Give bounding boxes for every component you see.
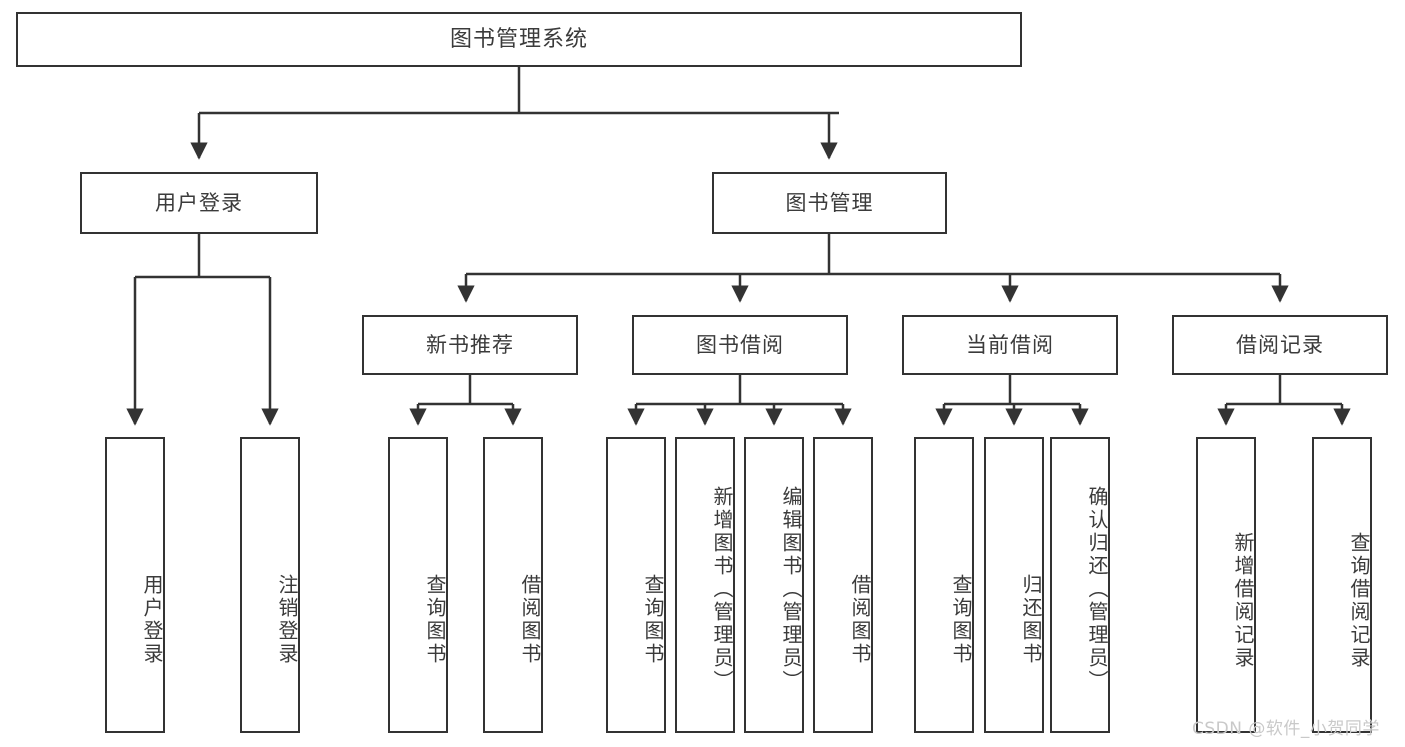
leaf-logout-login-label: 注销登录 bbox=[275, 574, 299, 666]
leaf-user-login[interactable]: 用户登录 bbox=[105, 437, 165, 733]
leaf-query-book-current-label: 查询图书 bbox=[949, 574, 973, 666]
leaf-user-login-label: 用户登录 bbox=[140, 574, 164, 666]
node-root[interactable]: 图书管理系统 bbox=[16, 12, 1022, 67]
leaf-add-borrow-record[interactable]: 新增借阅记录 bbox=[1196, 437, 1256, 733]
leaf-borrow-book[interactable]: 借阅图书 bbox=[813, 437, 873, 733]
leaf-return-book[interactable]: 归还图书 bbox=[984, 437, 1044, 733]
node-book-borrow[interactable]: 图书借阅 bbox=[632, 315, 848, 375]
leaf-edit-book-admin[interactable]: 编辑图书（管理员） bbox=[744, 437, 804, 733]
leaf-query-borrow-record-label: 查询借阅记录 bbox=[1347, 532, 1371, 670]
node-current-borrow-label: 当前借阅 bbox=[966, 332, 1054, 357]
leaf-query-book-recommend[interactable]: 查询图书 bbox=[388, 437, 448, 733]
leaf-add-borrow-record-label: 新增借阅记录 bbox=[1231, 532, 1255, 670]
leaf-query-book-borrow[interactable]: 查询图书 bbox=[606, 437, 666, 733]
leaf-logout-login[interactable]: 注销登录 bbox=[240, 437, 300, 733]
leaf-return-book-label: 归还图书 bbox=[1019, 574, 1043, 666]
node-user-login-label: 用户登录 bbox=[155, 190, 243, 215]
node-new-book-recommend[interactable]: 新书推荐 bbox=[362, 315, 578, 375]
node-book-management-label: 图书管理 bbox=[785, 190, 874, 215]
leaf-query-book-borrow-label: 查询图书 bbox=[641, 574, 665, 666]
leaf-add-book-admin[interactable]: 新增图书（管理员） bbox=[675, 437, 735, 733]
leaf-confirm-return-admin[interactable]: 确认归还（管理员） bbox=[1050, 437, 1110, 733]
leaf-query-book-current[interactable]: 查询图书 bbox=[914, 437, 974, 733]
leaf-borrow-book-label: 借阅图书 bbox=[848, 574, 872, 666]
leaf-query-book-recommend-label: 查询图书 bbox=[423, 574, 447, 666]
leaf-borrow-book-recommend[interactable]: 借阅图书 bbox=[483, 437, 543, 733]
node-book-borrow-label: 图书借阅 bbox=[696, 332, 784, 357]
leaf-confirm-return-admin-label: 确认归还（管理员） bbox=[1085, 485, 1109, 693]
leaf-query-borrow-record[interactable]: 查询借阅记录 bbox=[1312, 437, 1372, 733]
node-borrow-record[interactable]: 借阅记录 bbox=[1172, 315, 1388, 375]
node-borrow-record-label: 借阅记录 bbox=[1236, 332, 1324, 357]
node-book-management[interactable]: 图书管理 bbox=[712, 172, 947, 234]
leaf-edit-book-admin-label: 编辑图书（管理员） bbox=[779, 485, 803, 693]
watermark: CSDN @软件_小贺同学 bbox=[1192, 719, 1380, 739]
node-root-label: 图书管理系统 bbox=[449, 26, 588, 52]
node-user-login[interactable]: 用户登录 bbox=[80, 172, 318, 234]
node-current-borrow[interactable]: 当前借阅 bbox=[902, 315, 1118, 375]
node-new-book-recommend-label: 新书推荐 bbox=[426, 332, 514, 357]
leaf-borrow-book-recommend-label: 借阅图书 bbox=[518, 574, 542, 666]
leaf-add-book-admin-label: 新增图书（管理员） bbox=[710, 485, 734, 693]
